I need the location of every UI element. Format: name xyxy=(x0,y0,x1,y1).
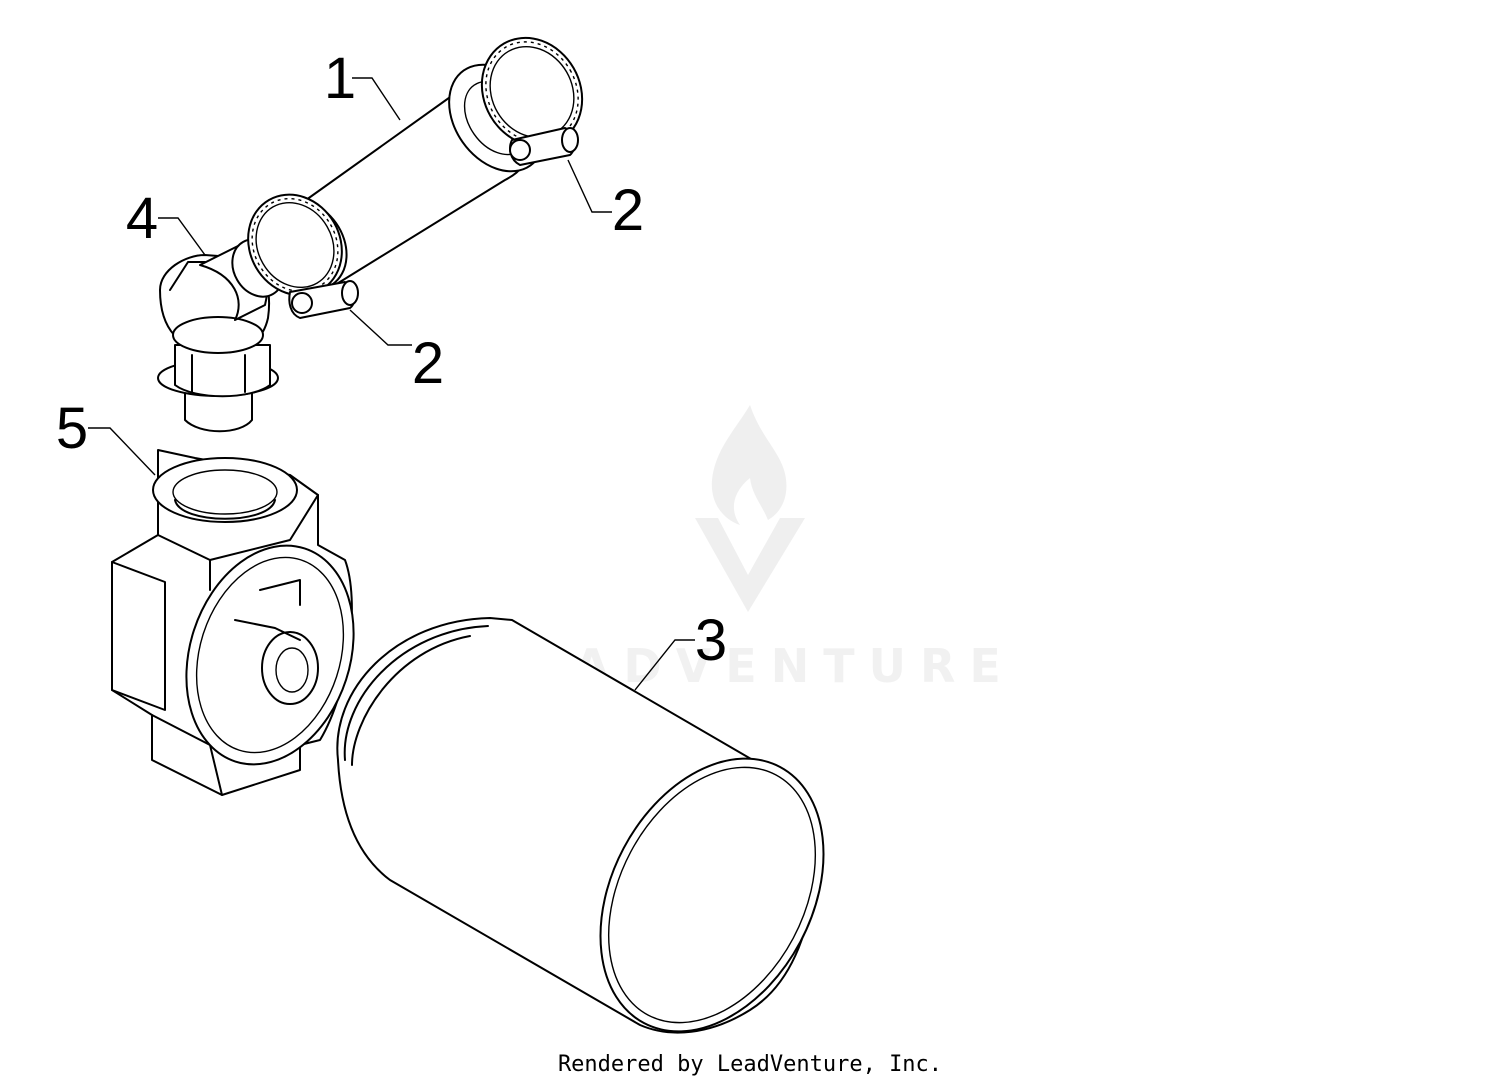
leader-4 xyxy=(158,217,206,256)
callout-3: 3 xyxy=(695,608,727,673)
footer-credit: Rendered by LeadVenture, Inc. xyxy=(557,1052,943,1077)
leader-2-lower xyxy=(349,309,412,346)
filter-adapter xyxy=(111,449,355,796)
leader-5 xyxy=(88,427,156,476)
oil-filter xyxy=(336,617,825,1034)
leader-3 xyxy=(634,639,695,691)
callout-2-upper: 2 xyxy=(612,178,644,243)
hose-clamp-lower xyxy=(247,193,359,319)
callout-2-lower: 2 xyxy=(412,331,444,396)
leader-lines xyxy=(88,77,695,691)
elbow-fitting xyxy=(157,238,285,433)
callout-1: 1 xyxy=(324,46,356,111)
callout-5: 5 xyxy=(56,396,88,461)
callout-4: 4 xyxy=(126,186,158,251)
hose-clamp-upper xyxy=(480,36,584,166)
leader-1 xyxy=(352,77,401,121)
leader-2-upper xyxy=(567,159,612,213)
